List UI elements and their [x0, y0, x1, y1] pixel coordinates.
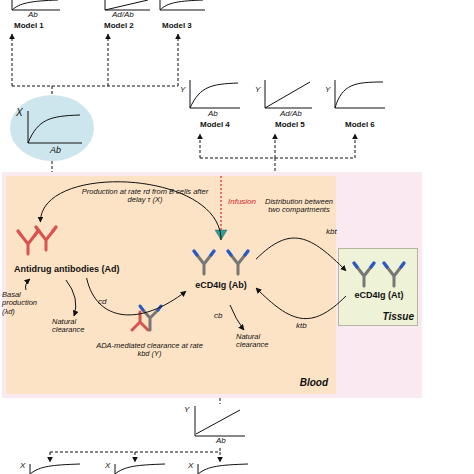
axis-label: Y — [325, 86, 330, 95]
species-label: Antidrug antibodies (Ad) — [14, 264, 146, 274]
model-plots-top-left — [12, 0, 205, 10]
model-plots-top-right — [190, 80, 385, 108]
axis-label: Ab — [50, 145, 61, 155]
rate-symbol: cb — [214, 312, 222, 321]
flow-connector — [87, 278, 186, 315]
species-label: eCD4Ig (At) — [346, 290, 412, 300]
axis-label: Y — [184, 406, 189, 415]
model-label: Model 1 — [14, 22, 44, 31]
edge-label: ktb — [296, 322, 307, 331]
flow-connector — [256, 238, 346, 271]
model-label: Model 3 — [162, 22, 192, 31]
blood-compartment: Blood Antidrug antibodies (Ad) eCD4Ig (Ab) — [6, 176, 336, 394]
infusion-arrow — [215, 176, 227, 240]
antibody-species: Antidrug antibodies (Ad) — [14, 222, 146, 278]
ellipse-shape — [10, 95, 94, 161]
axis-label: X — [105, 462, 110, 471]
species-label: eCD4Ig (Ab) — [186, 280, 256, 290]
bottom-plots — [30, 406, 248, 474]
process-note: Basal production (λd) — [2, 291, 50, 316]
drug-species: eCD4Ig (Ab) — [186, 240, 256, 304]
drug-species: eCD4Ig (At) — [346, 254, 412, 310]
infusion-label: Infusion — [228, 198, 256, 207]
model-plot-ellipse: X Ab — [10, 95, 94, 161]
flow-arrows — [26, 279, 245, 330]
ad-shape — [14, 222, 146, 278]
edge-label: ADA-mediated clearance at rate kbd (Y) — [92, 342, 207, 359]
axis-label: Ab — [208, 110, 218, 119]
axis-label: Y — [180, 86, 185, 95]
process-note: Natural clearance — [52, 318, 100, 335]
axis-label: X — [16, 107, 23, 118]
process-note: Distribution between two compartments — [264, 198, 334, 215]
model-label: Model 2 — [104, 22, 134, 31]
axis-label: X — [188, 462, 193, 471]
dashed-selection-lines — [12, 34, 355, 462]
axis-label: Ad/Ab — [112, 11, 134, 20]
flow-connector — [256, 288, 346, 319]
process-note: Natural clearance — [236, 333, 286, 350]
edge-label: kbt — [326, 228, 337, 237]
flow-connector — [40, 182, 221, 240]
blood-shape — [6, 176, 336, 394]
tissue-shape — [338, 248, 418, 326]
axis-label: Ab — [216, 437, 226, 446]
model-label: Model 4 — [200, 121, 230, 130]
ada-complex-icon — [132, 306, 161, 330]
edge-label: Production at rate rd from B cells after… — [75, 188, 215, 205]
axis-label: X — [20, 462, 25, 471]
compartment-label: Tissue — [383, 311, 415, 322]
model-panel — [2, 172, 422, 398]
rate-symbol: cd — [98, 298, 106, 307]
model-label: Model 5 — [275, 121, 305, 130]
tissue-compartment: Tissue eCD4Ig (At) — [338, 248, 418, 326]
axis-label: Ab — [28, 11, 38, 20]
axis-label: Y — [255, 86, 260, 95]
ab-shape — [186, 240, 256, 304]
at-shape — [346, 254, 412, 310]
axis-label: Ad/Ab — [280, 110, 302, 119]
compartment-label: Blood — [300, 377, 328, 388]
model-label: Model 6 — [345, 121, 375, 130]
